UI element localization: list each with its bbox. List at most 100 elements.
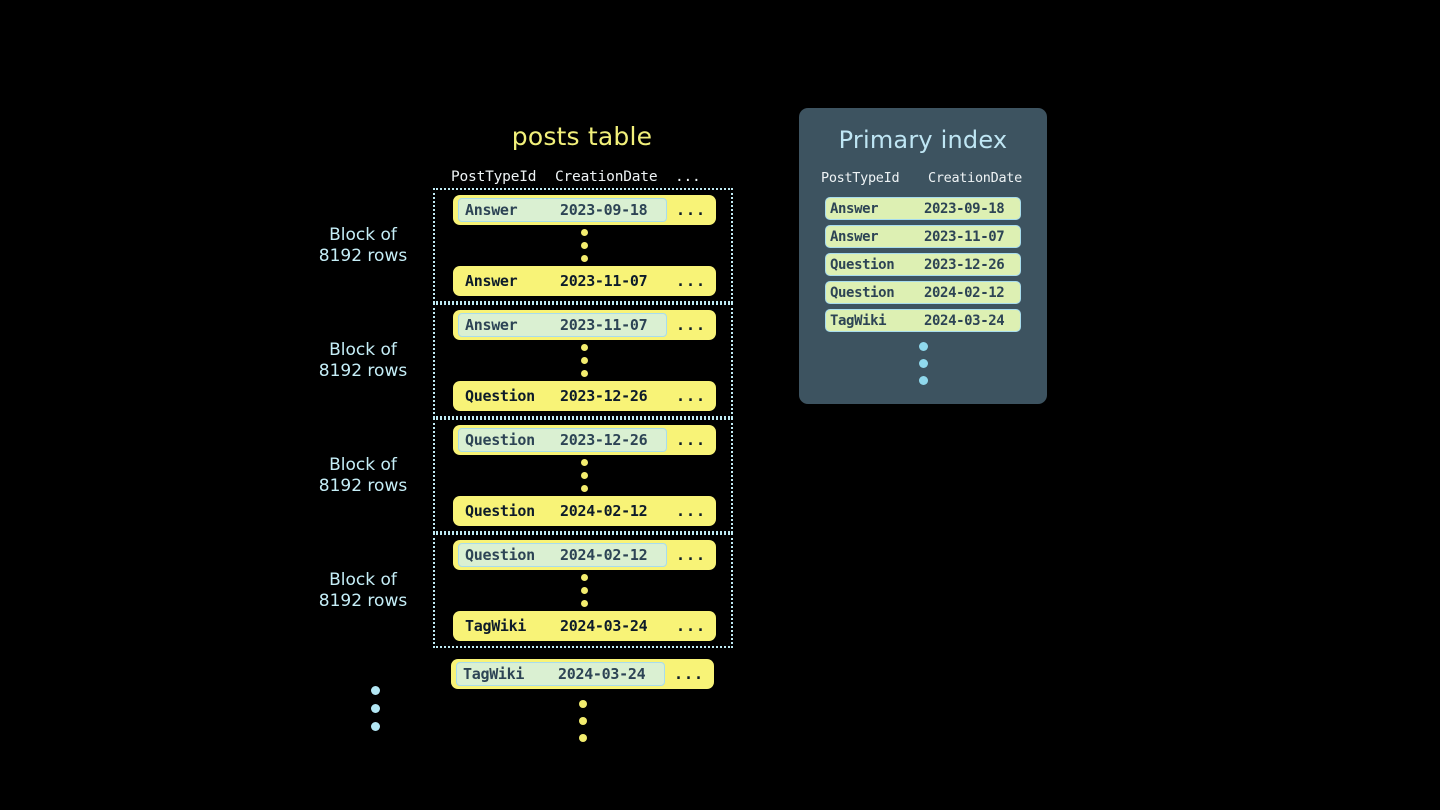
block-label: Block of 8192 rows (318, 224, 408, 266)
cell-posttypeid: Question (465, 431, 535, 449)
cell-ellipsis: ... (676, 272, 707, 290)
cell-ellipsis: ... (676, 502, 707, 520)
cell-posttypeid: Answer (830, 200, 879, 217)
primary-index-rows: Answer 2023-09-18 Answer 2023-11-07 Ques… (799, 197, 1047, 332)
column-header-posttypeid: PostTypeId (821, 170, 900, 186)
column-header-creationdate: CreationDate (928, 170, 1022, 186)
cell-ellipsis: ... (676, 316, 707, 334)
table-row: TagWiki 2024-03-24 ... (453, 611, 716, 641)
table-block: Block of 8192 rows Question 2023-12-26 .… (319, 418, 733, 533)
vertical-ellipsis-dots (453, 340, 716, 381)
cell-creationdate: 2024-03-24 (558, 665, 646, 683)
cell-posttypeid: Question (465, 502, 535, 520)
cell-creationdate: 2024-02-12 (560, 502, 648, 520)
cell-creationdate: 2023-09-18 (924, 200, 1005, 217)
table-row: TagWiki 2024-03-24 ... (451, 659, 714, 689)
trailing-row-container: TagWiki 2024-03-24 ... (433, 659, 733, 689)
granule-mark-cell: Answer 2023-09-18 (458, 198, 667, 222)
cell-creationdate: 2024-02-12 (560, 546, 648, 564)
cell-posttypeid: Answer (465, 316, 518, 334)
posts-table-column-headers: PostTypeId CreationDate ... (433, 166, 733, 188)
primary-index-title: Primary index (838, 126, 1008, 154)
dot (581, 357, 588, 364)
granule-mark-cell: Question 2023-12-26 (458, 384, 667, 408)
dot (371, 722, 380, 731)
granule-mark-cell: Question 2023-12-26 (458, 428, 667, 452)
dot (578, 734, 587, 742)
block-label: Block of 8192 rows (318, 569, 408, 611)
dot (581, 600, 588, 607)
cell-creationdate: 2023-12-26 (560, 387, 648, 405)
cell-posttypeid: Answer (465, 201, 518, 219)
cell-posttypeid: Question (465, 546, 535, 564)
cell-posttypeid: Answer (830, 228, 879, 245)
cell-posttypeid: Answer (465, 272, 518, 290)
cell-creationdate: 2024-03-24 (924, 312, 1005, 329)
table-block: Block of 8192 rows Answer 2023-11-07 ...… (319, 303, 733, 418)
cell-ellipsis: ... (674, 665, 705, 683)
granule-mark-cell: Answer 2023-11-07 (458, 313, 667, 337)
cell-ellipsis: ... (676, 546, 707, 564)
primary-index-panel: Primary index PostTypeId CreationDate An… (799, 108, 1047, 404)
dot (581, 242, 588, 249)
dot (581, 344, 588, 351)
index-continuation-dots (799, 342, 1047, 385)
posts-table-diagram: posts table PostTypeId CreationDate ... … (319, 120, 733, 742)
table-block: Block of 8192 rows Answer 2023-09-18 ...… (319, 188, 733, 303)
cell-creationdate: 2023-11-07 (560, 316, 648, 334)
column-header-ellipsis: ... (675, 169, 701, 185)
cell-ellipsis: ... (676, 617, 707, 635)
granule-mark-cell: TagWiki 2024-03-24 (458, 614, 667, 638)
dot (581, 485, 588, 492)
dot (918, 376, 928, 385)
dot (371, 704, 380, 713)
cell-creationdate: 2023-09-18 (560, 201, 648, 219)
block-label: Block of 8192 rows (318, 339, 408, 381)
cell-posttypeid: Question (465, 387, 535, 405)
cell-ellipsis: ... (676, 201, 707, 219)
cell-creationdate: 2024-02-12 (924, 284, 1005, 301)
table-row: Question 2024-02-12 ... (453, 540, 716, 570)
column-header-posttypeid: PostTypeId (451, 169, 537, 185)
column-header-creationdate: CreationDate (555, 169, 658, 185)
cell-ellipsis: ... (676, 431, 707, 449)
dot (581, 574, 588, 581)
block-label: Block of 8192 rows (318, 454, 408, 496)
index-row: Answer 2023-09-18 (825, 197, 1021, 220)
cell-posttypeid: TagWiki (465, 617, 527, 635)
table-row: Question 2023-12-26 ... (453, 425, 716, 455)
cell-creationdate: 2023-11-07 (560, 272, 648, 290)
posts-table-title: posts table (511, 122, 653, 151)
cell-posttypeid: Question (830, 284, 895, 301)
table-block: Block of 8192 rows Question 2024-02-12 .… (319, 533, 733, 648)
cell-creationdate: 2023-11-07 (924, 228, 1005, 245)
dot (581, 472, 588, 479)
vertical-ellipsis-dots (453, 225, 716, 266)
granule-mark-cell: Question 2024-02-12 (458, 499, 667, 523)
index-row: TagWiki 2024-03-24 (825, 309, 1021, 332)
cell-posttypeid: TagWiki (463, 665, 525, 683)
dot (581, 370, 588, 377)
primary-index-column-headers: PostTypeId CreationDate (799, 170, 1047, 186)
table-row: Question 2024-02-12 ... (453, 496, 716, 526)
table-row: Answer 2023-11-07 ... (453, 266, 716, 296)
cell-creationdate: 2023-12-26 (560, 431, 648, 449)
granule-mark-cell: Question 2024-02-12 (458, 543, 667, 567)
index-row: Question 2024-02-12 (825, 281, 1021, 304)
cell-creationdate: 2023-12-26 (924, 256, 1005, 273)
granule-mark-cell: TagWiki 2024-03-24 (456, 662, 665, 686)
cell-ellipsis: ... (676, 387, 707, 405)
dot (581, 587, 588, 594)
dot (918, 359, 928, 368)
table-row: Answer 2023-09-18 ... (453, 195, 716, 225)
vertical-ellipsis-dots (453, 455, 716, 496)
dot (578, 700, 587, 708)
dot (581, 229, 588, 236)
table-row: Question 2023-12-26 ... (453, 381, 716, 411)
cell-creationdate: 2024-03-24 (560, 617, 648, 635)
dot (371, 686, 380, 695)
dot (578, 717, 587, 725)
cell-posttypeid: Question (830, 256, 895, 273)
index-row: Answer 2023-11-07 (825, 225, 1021, 248)
dot (581, 459, 588, 466)
